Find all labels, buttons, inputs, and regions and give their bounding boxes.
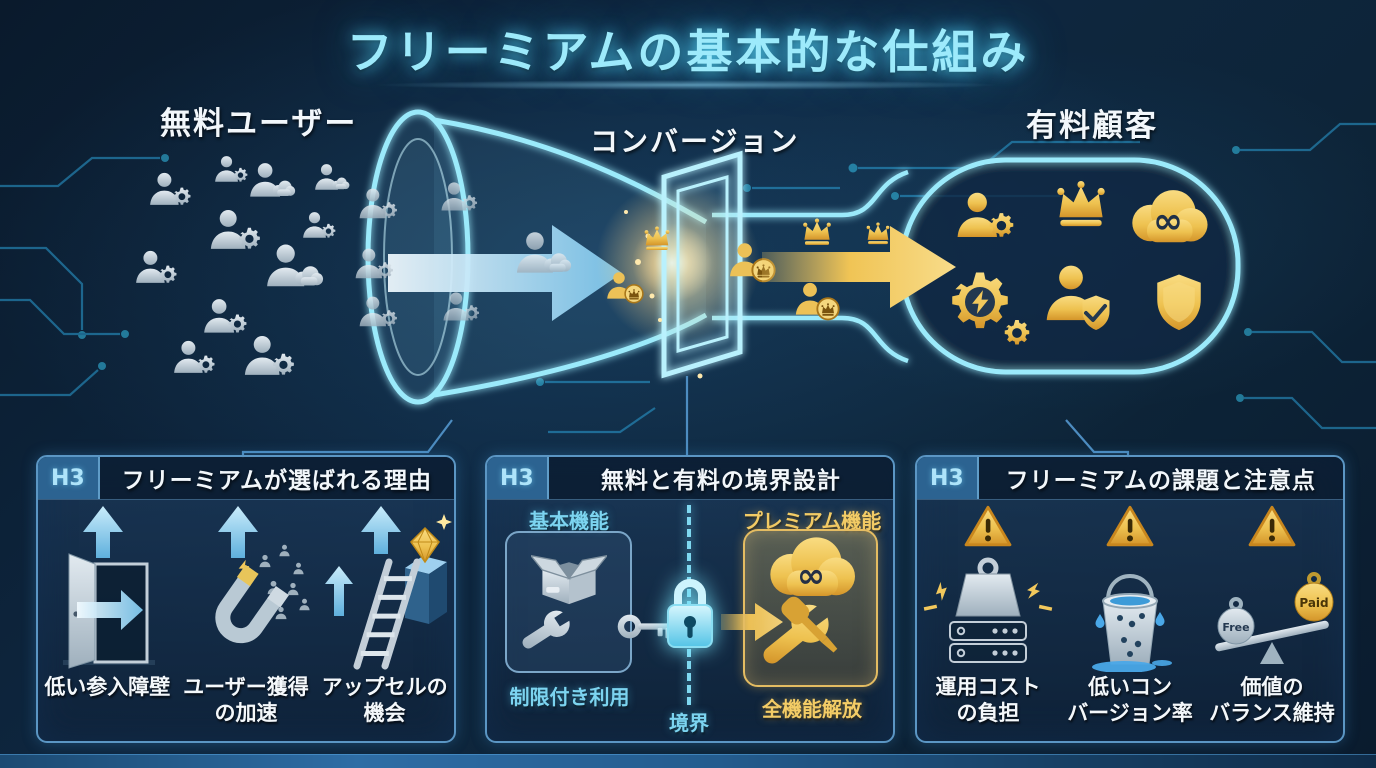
cloud-infinity-icon: ∞ [1132, 190, 1208, 243]
conversion-label: コンバージョン [590, 125, 800, 158]
user-cloud-icon [315, 164, 349, 190]
user-cloud-icon [250, 163, 295, 197]
balance-scale-icon: Free Paid [1215, 505, 1334, 664]
reason-item-low-barrier: 低い参入障壁 [39, 504, 176, 727]
title-underglow [371, 80, 1005, 90]
user-gear-icon [211, 210, 260, 249]
conversion-arrow-icon [762, 226, 956, 308]
premium-features-box: ∞ [743, 529, 878, 687]
magnet [215, 564, 289, 644]
panel-challenges-title: フリーミアムの課題と注意点 [1005, 468, 1317, 494]
panel-challenges-header: H3 フリーミアムの課題と注意点 [917, 457, 1343, 500]
wrench-icon [521, 604, 573, 656]
user-cloud-icon [267, 245, 323, 287]
reason-item-user-acquisition: ユーザー獲得 の加速 [177, 504, 314, 727]
gear-lightning-icon [952, 272, 1030, 345]
h3-badge: H3 [38, 457, 100, 499]
panel-challenges: H3 フリーミアムの課題と注意点 [915, 455, 1345, 743]
up-arrow-icon [360, 506, 401, 554]
free-users-label: 無料ユーザー [160, 106, 358, 142]
connector-lines [241, 376, 1130, 458]
paid-weight-icon: Paid [1294, 572, 1334, 622]
open-door-arrow-icon [63, 506, 156, 669]
water-drop-icon [1155, 612, 1165, 626]
lightning-icon [1024, 580, 1043, 602]
reason-label: 低い参入障壁 [44, 675, 171, 699]
challenge-item-balance: Free Paid 価値の バランス維持 [1202, 504, 1343, 727]
cloud-infinity-icon: ∞ [770, 537, 855, 597]
basic-features-icons [521, 554, 607, 656]
crown-icon [803, 218, 831, 245]
h3-badge: H3 [487, 457, 549, 499]
challenges-row: 運用コスト の負担 [917, 500, 1343, 727]
sparkle-icon [435, 514, 452, 530]
reason-label: ユーザー獲得 の加速 [183, 675, 309, 726]
diamond-icon [409, 514, 452, 564]
panel-boundary-title: 無料と有料の境界設計 [600, 468, 841, 494]
boundary-caption: 境界 [669, 711, 709, 735]
h3-badge: H3 [917, 457, 979, 499]
flow-arrow-icon [388, 225, 622, 321]
panel-reasons: H3 フリーミアムが選ばれる理由 低い参入障壁 [36, 455, 456, 743]
fulcrum [1259, 642, 1284, 664]
bottom-accent-bar [0, 754, 1376, 768]
water-drop-icon [1095, 614, 1105, 628]
lightning-icon [932, 580, 951, 602]
magnet-users-icon [215, 506, 310, 644]
weight-server-icon [923, 505, 1053, 663]
full-unlock-caption: 全機能解放 [762, 697, 862, 721]
user-crown-icon [796, 283, 839, 320]
free-weight-icon: Free [1217, 597, 1255, 645]
up-arrow-icon [83, 506, 124, 558]
panel-boundary-design: H3 無料と有料の境界設計 基本機能 プレミアム機能 [485, 455, 895, 743]
warning-triangle-icon [964, 505, 1012, 547]
user-gear-icon [136, 251, 176, 283]
limited-usage-caption: 制限付き利用 [509, 685, 630, 709]
svg-text:∞: ∞ [1153, 201, 1183, 242]
reason-item-upsell: アップセルの 機会 [316, 504, 453, 727]
reason-label: アップセルの 機会 [321, 675, 448, 726]
page-title: フリーミアムの基本的な仕組み [346, 25, 1030, 79]
ladder-diamond-icon [324, 506, 452, 670]
svg-text:Paid: Paid [1299, 596, 1328, 610]
lock-icon [667, 579, 713, 648]
up-arrow-icon [217, 506, 258, 558]
svg-text:∞: ∞ [797, 556, 825, 596]
user-shield-check-icon [1046, 265, 1110, 330]
premium-features-icons: ∞ [762, 537, 855, 669]
drip-holes [1116, 613, 1145, 657]
user-gear-icon [215, 156, 247, 182]
user-gear-icon [174, 341, 214, 373]
user-gear-icon [150, 173, 190, 205]
paid-customer-icons: ∞ [952, 180, 1208, 345]
ladder-rungs [360, 576, 412, 656]
challenge-item-conversion: 低いコン バージョン率 [1060, 504, 1201, 727]
panel-reasons-header: H3 フリーミアムが選ばれる理由 [38, 457, 454, 500]
paid-customers-label: 有料顧客 [1026, 108, 1158, 144]
warning-triangle-icon [1248, 505, 1296, 547]
basic-features-title: 基本機能 [529, 509, 609, 533]
server-rack [948, 621, 1027, 663]
svg-text:Free: Free [1222, 621, 1249, 634]
basic-features-box [505, 531, 632, 673]
reasons-row: 低い参入障壁 [38, 500, 454, 727]
warning-triangle-icon [1106, 505, 1154, 547]
panel-reasons-title: フリーミアムが選ばれる理由 [121, 468, 433, 494]
leaky-bucket-icon [1091, 505, 1172, 672]
crossed-tools-icon [762, 593, 844, 669]
up-arrow-icon [324, 566, 353, 616]
challenge-item-cost: 運用コスト の負担 [918, 504, 1059, 727]
challenge-label: 価値の バランス維持 [1209, 675, 1335, 726]
unlock-arrow-icon [721, 603, 783, 641]
user-gear-icon [245, 336, 294, 375]
panel-boundary-header: H3 無料と有料の境界設計 [487, 457, 893, 500]
user-gear-icon [303, 212, 335, 238]
open-box-icon [531, 554, 607, 606]
user-gear-icon [204, 299, 246, 333]
crown-icon [866, 222, 890, 245]
seesaw-plank [1215, 620, 1329, 652]
challenge-label: 低いコン バージョン率 [1067, 675, 1193, 726]
challenge-label: 運用コスト の負担 [935, 675, 1041, 726]
